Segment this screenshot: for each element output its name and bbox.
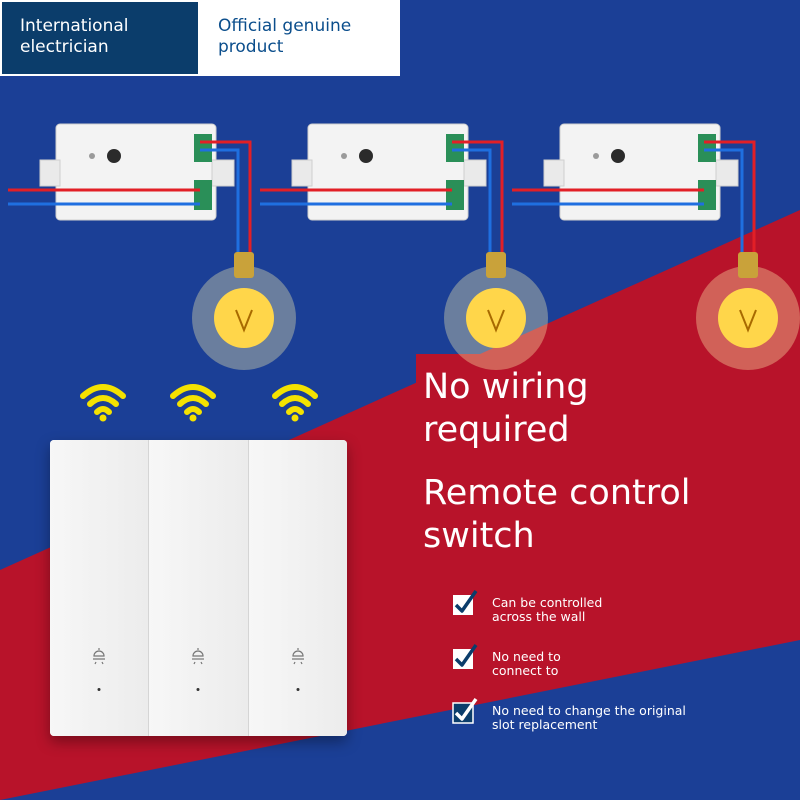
indicator-dot <box>296 688 300 691</box>
checkbox-checked-icon <box>453 644 478 669</box>
headline-remote-control: Remote control switch <box>423 473 691 556</box>
red-text-panel <box>416 354 800 560</box>
wifi-icon <box>272 384 318 422</box>
light-symbol-icon <box>93 648 106 665</box>
receiver-module <box>260 123 504 255</box>
checkbox-checked-icon <box>453 590 478 615</box>
wifi-icon <box>170 384 216 422</box>
feature-text: No need to change the original slot repl… <box>492 703 686 732</box>
feature-text: Can be controlled across the wall <box>492 595 603 624</box>
lightbulb-icon <box>444 252 548 370</box>
switch-key-left[interactable] <box>50 440 150 736</box>
feature-item: No need to connect to <box>452 644 572 678</box>
switch-key-middle[interactable] <box>149 440 249 736</box>
receiver-module <box>8 123 252 255</box>
lightbulb-icon <box>696 252 800 370</box>
indicator-dot <box>97 688 101 691</box>
indicator-dot <box>196 688 200 691</box>
feature-text: No need to connect to <box>492 649 561 678</box>
switch-key-right[interactable] <box>248 440 347 736</box>
feature-item: No need to change the original slot repl… <box>452 698 712 732</box>
light-symbol-icon <box>192 648 205 665</box>
banner-right-text: Official genuine product <box>198 2 398 74</box>
feature-item: Can be controlled across the wall <box>452 590 612 624</box>
headline-no-wiring: No wiring required <box>423 367 589 450</box>
top-banner: International electrician Official genui… <box>0 0 400 76</box>
wall-switch-panel <box>50 440 347 736</box>
light-symbol-icon <box>291 648 304 665</box>
wifi-icon <box>80 384 126 422</box>
lightbulb-icon <box>192 252 296 370</box>
checkbox-checked-icon <box>452 698 478 724</box>
receiver-module <box>512 123 756 255</box>
banner-left-text: International electrician <box>2 2 198 74</box>
